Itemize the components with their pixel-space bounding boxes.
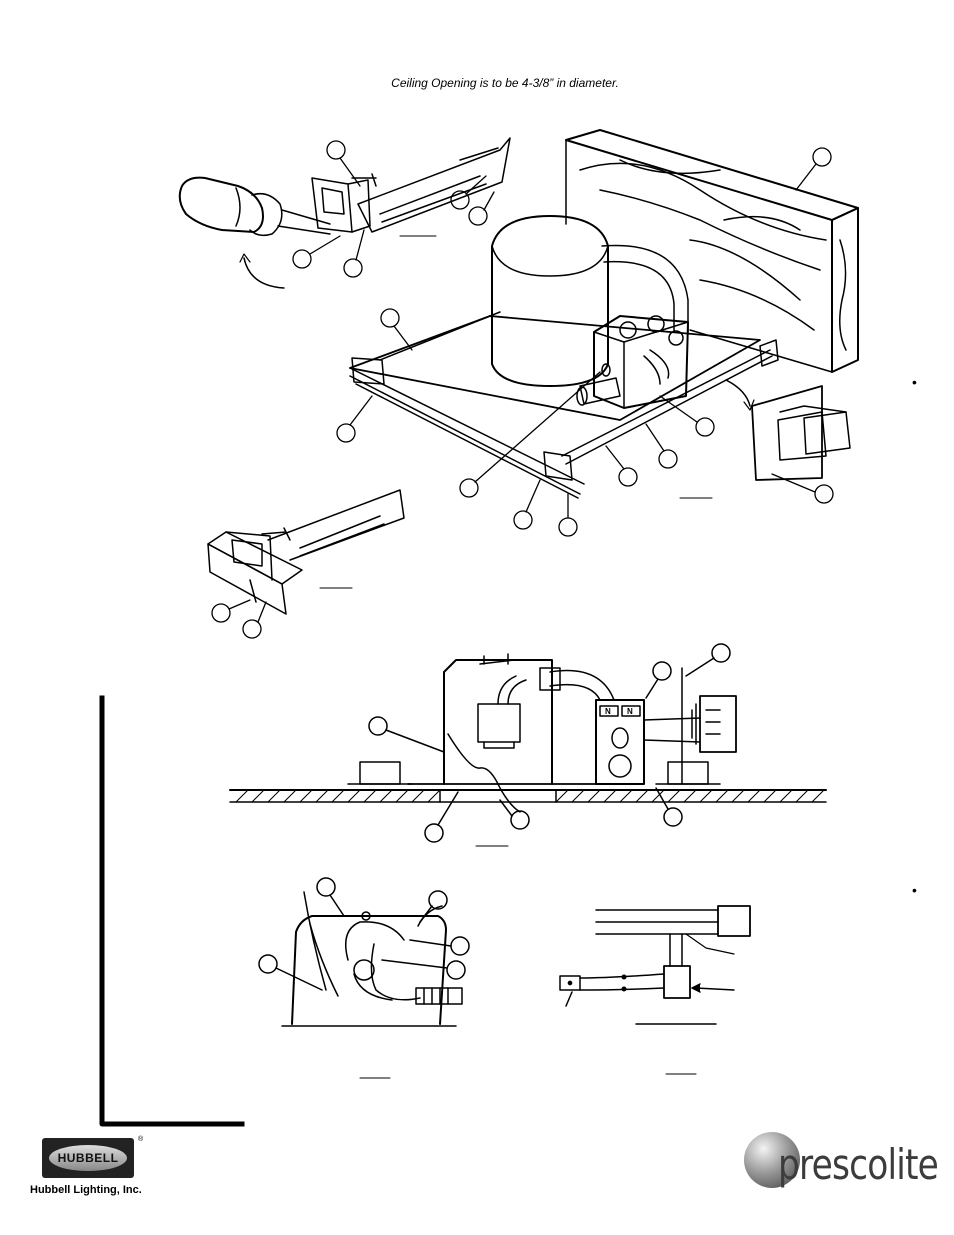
- prescolite-sphere-icon: [744, 1132, 800, 1188]
- hubbell-wordmark: HUBBELL: [57, 1151, 119, 1165]
- figure-screwdriver-detail: [178, 137, 511, 289]
- hubbell-badge: HUBBELL: [42, 1138, 134, 1178]
- registered-mark: ®: [138, 1136, 144, 1143]
- figure-side-elevation: [229, 643, 827, 847]
- figure-junction-detail: [258, 877, 470, 1079]
- figure-bracket-detail: [207, 489, 405, 615]
- box-label-1: N: [605, 707, 611, 716]
- box-label-2: N: [627, 707, 633, 716]
- callouts-figure-1: [211, 140, 834, 639]
- figure-wiring-schematic: [559, 905, 751, 1075]
- ceiling-opening-caption: Ceiling Opening is to be 4-3/8” in diame…: [391, 76, 619, 90]
- hubbell-logo: HUBBELL ® Hubbell Lighting, Inc.: [30, 1136, 160, 1200]
- figure-main-assembly: [349, 129, 859, 499]
- prescolite-logo: prescolite: [742, 1128, 942, 1198]
- page-border-bracket: [99, 695, 245, 1127]
- hubbell-company-name: Hubbell Lighting, Inc.: [30, 1184, 142, 1196]
- prescolite-wordmark: prescolite: [778, 1140, 939, 1189]
- bullet-upper: •: [912, 374, 917, 390]
- bullet-lower: •: [912, 882, 917, 898]
- hubbell-oval: HUBBELL: [49, 1145, 127, 1171]
- junction-box-n-labels: N N: [605, 707, 633, 716]
